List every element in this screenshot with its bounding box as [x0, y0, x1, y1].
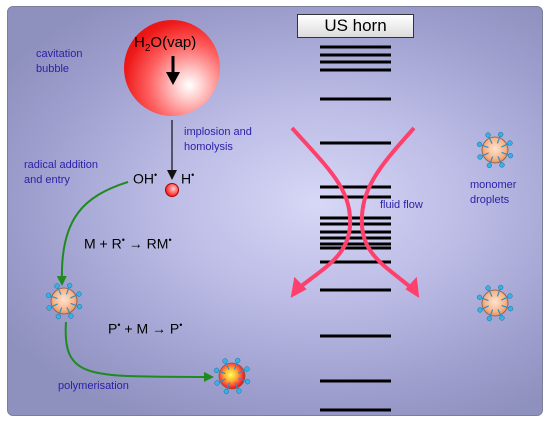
polymer-particle [213, 357, 251, 395]
initiation-equation: M + R• → RM• [84, 235, 172, 252]
horn-title: US horn [297, 14, 414, 38]
flow-arrowhead-right [405, 276, 420, 298]
polymerisation-label: polymerisation [58, 380, 129, 392]
monomer-droplet-bottom [476, 284, 514, 322]
oh-radical: OH• [133, 170, 158, 187]
horn-bars [320, 45, 391, 412]
flow-arrow-right [359, 126, 418, 294]
fluid-flow-label: fluid flow [380, 199, 423, 211]
flow-arrowhead-left [290, 276, 307, 298]
droplets [45, 131, 514, 395]
h-radical: H• [181, 170, 195, 187]
radical-entry-arrow [56, 181, 129, 286]
h-radical-dot [165, 183, 179, 197]
radical-entered-droplet [45, 282, 83, 320]
flow-arrow-left [290, 126, 353, 294]
diagram-background [7, 6, 543, 416]
propagation-equation: P• + M → P• [108, 320, 183, 337]
vapour-down-arrow [166, 56, 180, 85]
bubble-label: H2O(vap) [134, 34, 197, 54]
monomer-droplet-top [476, 131, 514, 169]
polymerisation-arrow [64, 321, 214, 382]
